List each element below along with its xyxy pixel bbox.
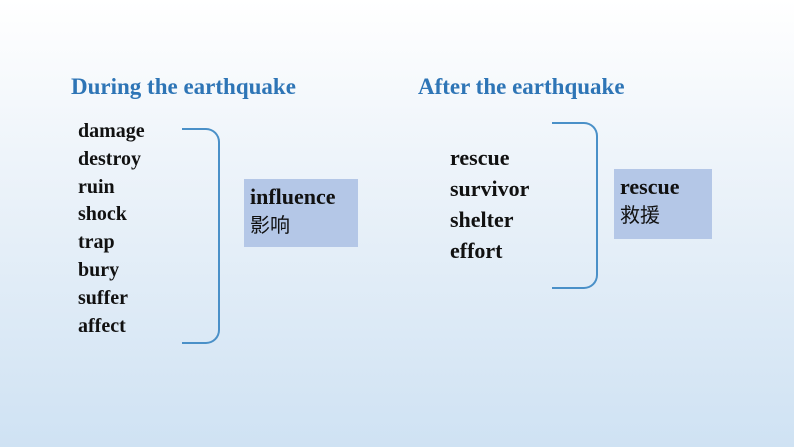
word-item: trap — [78, 231, 115, 254]
word-item: survivor — [450, 176, 530, 201]
after-word-list: rescue survivor shelter effort — [450, 142, 529, 266]
word-item: destroy — [78, 147, 141, 170]
word-item: ruin — [78, 175, 115, 198]
during-word-list: damage destroy ruin shock trap bury suff… — [78, 118, 145, 340]
word-item: rescue — [450, 145, 510, 170]
word-item: suffer — [78, 286, 128, 309]
after-earthquake-heading: After the earthquake — [418, 74, 625, 99]
during-bracket — [182, 128, 220, 344]
word-item: damage — [78, 120, 145, 142]
word-item: shelter — [450, 207, 514, 232]
after-vocab-box: rescue 救援 — [614, 169, 712, 239]
during-earthquake-heading: During the earthquake — [71, 74, 296, 99]
vocab-word: influence — [250, 184, 336, 209]
after-bracket — [552, 122, 598, 289]
during-vocab-box: influence 影响 — [244, 179, 358, 247]
word-item: effort — [450, 238, 503, 263]
vocab-word: rescue — [620, 174, 680, 199]
word-item: bury — [78, 258, 120, 281]
word-item: shock — [78, 203, 127, 226]
vocab-translation: 影响 — [250, 213, 290, 237]
word-item: affect — [78, 314, 126, 337]
vocab-translation: 救援 — [620, 203, 660, 227]
